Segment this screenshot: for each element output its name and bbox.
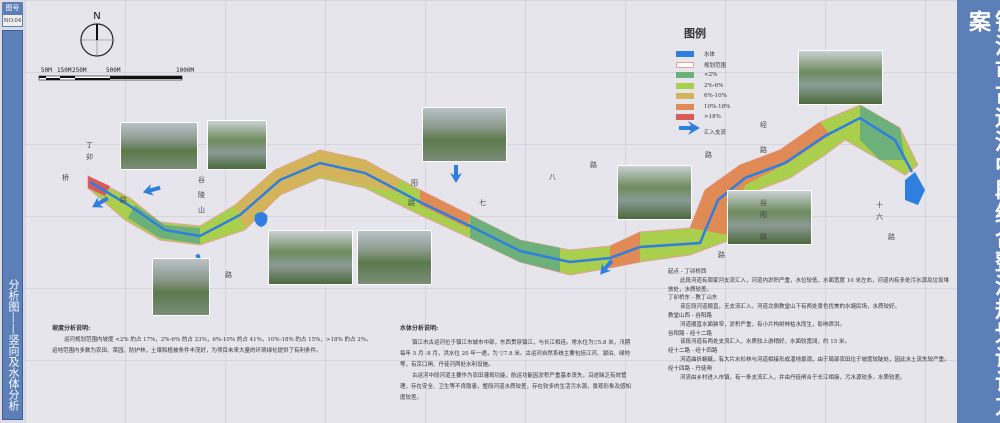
legend-title: 图例 — [684, 27, 706, 40]
segment-name: 丁卯桥东 - 教丁山东 — [668, 295, 718, 302]
legend-item: <2% — [676, 70, 786, 81]
compass-north: N — [93, 11, 100, 22]
sheet-label: 图号 — [2, 2, 23, 14]
road-label: 陵 — [198, 191, 205, 199]
legend: 图例 水体 规划范围 <2% 2%-6% 6%-10% 10%-18% >18%… — [676, 25, 786, 137]
legend-item: >18% — [676, 112, 786, 123]
segment-desc: 该段河道有两处支流汇入，水质较上游稍好，水面较宽阔，约 15 米。 — [680, 339, 850, 346]
site-photo — [798, 50, 883, 105]
segment-name: 教堂山西 - 谷阳路 — [668, 312, 712, 319]
slope-para: 运地范围内多数为农田、菜园、防护林，土壤和植被条件丰茂好，为项目未来大量的环境绿… — [52, 348, 322, 354]
road-label: 路 — [888, 233, 895, 241]
site-photo — [207, 120, 267, 170]
scale-label: 500M — [106, 67, 121, 74]
legend-item: 2%-6% — [676, 81, 786, 92]
project-title: 镇江市古运河中段综合整治规划设计方案 — [965, 10, 1000, 418]
scale-label: 1000M — [176, 67, 195, 74]
road-label: 六 — [876, 213, 883, 221]
site-photo — [152, 258, 210, 316]
pond — [254, 212, 268, 227]
arrow-icon — [450, 165, 462, 183]
road-label: 卯 — [86, 153, 93, 161]
road-label: 七 — [479, 199, 486, 207]
road-label: 路 — [225, 271, 232, 279]
left-sidebar: 图号 NO.04 分析图——竖向及水体分析 — [0, 0, 25, 423]
legend-arrow-icon — [679, 121, 700, 135]
road-label: 山 — [198, 206, 205, 214]
segment-desc: 河道顺直水面狭窄，淤积严重，有小片构树林枯水而生，影响泄洪。 — [680, 321, 846, 328]
scale-label: 50M — [41, 67, 52, 74]
river-mouth — [905, 172, 925, 205]
sheet-number: NO.04 — [2, 14, 23, 27]
site-photo — [120, 122, 198, 170]
site-photo — [617, 165, 692, 220]
arrow-icon — [600, 259, 614, 275]
road-label: 路 — [120, 196, 127, 204]
site-photo — [727, 190, 812, 245]
road-label: 路 — [760, 146, 767, 154]
site-photo — [268, 230, 353, 285]
road-label: 路 — [718, 251, 725, 259]
scale-bar — [38, 75, 183, 81]
legend-item: 水体 — [676, 49, 786, 60]
road-label: 谷 — [760, 199, 767, 207]
segment-list: 起点 - 丁卯桥西 此段河道有周家河支流汇入，河道内淤积严重，水位较低，水面宽度… — [668, 268, 953, 382]
road-label: 桥 — [62, 174, 69, 182]
road-label: 八 — [549, 173, 556, 181]
segment-desc: 河道曲折蜿蜒，有大片水杉林与河道相接形成湿地景观，由于局部农田位于坡度较陡处，因… — [680, 356, 950, 363]
road-label: 阳 — [411, 179, 418, 187]
river-water — [89, 116, 914, 264]
legend-item: 规划范围 — [676, 60, 786, 71]
water-title: 水体分析说明: — [400, 325, 439, 332]
sheet-subtitle-bar: 分析图——竖向及水体分析 — [2, 30, 23, 420]
site-photo — [422, 107, 507, 162]
compass-icon: N — [80, 11, 114, 57]
segment-desc: 河流由乡村进入市镇，有一条支流汇入，并由丹徒闸合于长江相接，污水源较多，水质较差… — [680, 374, 906, 381]
road-label: 路 — [408, 199, 415, 207]
arrow-icon — [92, 196, 109, 208]
road-label: 阳 — [760, 211, 767, 219]
site-photo — [357, 230, 432, 285]
segment-desc: 该区段河道顺直，无支流汇入，河道北侧教堂山下有两处景色优美的水塘民场，水质较好。 — [680, 304, 901, 311]
road-label: 路 — [760, 233, 767, 241]
road-label: 经 — [760, 121, 767, 129]
arrow-icon — [142, 184, 161, 196]
legend-item: 汇入支流 — [704, 129, 727, 136]
scale-label: 150M — [57, 67, 72, 74]
water-para: 古运河中段河道主要作为农田灌溉功能，航运功能因淤积严重基本丧失，沿途缺乏有效管理… — [400, 373, 632, 401]
water-para: 镇江市古运河位于镇江市城市中部，东西贯穿镇江，与长江相连。常水位为▽5.8 米，… — [400, 340, 631, 368]
slope-analysis: 坡度分析说明: 运河规划范围内坡度 <2% 的占 17%，2%-6% 的占 23… — [52, 323, 372, 357]
segment-name: 谷阳路 - 经十二路 — [668, 330, 712, 337]
road-label: 丁 — [86, 141, 93, 149]
title-bar: 镇江市古运河中段综合整治规划设计方案 — [957, 0, 1000, 423]
road-label: 路 — [590, 161, 597, 169]
scale-label: 250M — [72, 67, 87, 74]
river-map: N — [38, 11, 925, 276]
segment-name: 经十四路 - 丹徒闸 — [668, 365, 712, 372]
legend-item: 6%-10% — [676, 91, 786, 102]
slope-title: 坡度分析说明: — [52, 325, 91, 332]
sheet-subtitle: 分析图——竖向及水体分析 — [7, 279, 20, 411]
road-label: 谷 — [198, 176, 205, 184]
segment-name: 起点 - 丁卯桥西 — [668, 269, 707, 275]
road-label: 路 — [705, 151, 712, 159]
slope-para: 运河规划范围内坡度 <2% 的占 17%，2%-6% 的占 23%，6%-10%… — [64, 337, 372, 343]
road-label: 十 — [876, 201, 883, 209]
water-analysis: 水体分析说明: 镇江市古运河位于镇江市城市中部，东西贯穿镇江，与长江相连。常水位… — [400, 323, 635, 404]
segment-name: 经十二路 - 经十四路 — [668, 348, 718, 355]
segment-desc: 此段河道有周家河支流汇入，河道内淤积严重，水位较低，水面宽度 10 米左右，河道… — [668, 277, 949, 293]
legend-item: 10%-18% — [676, 102, 786, 113]
